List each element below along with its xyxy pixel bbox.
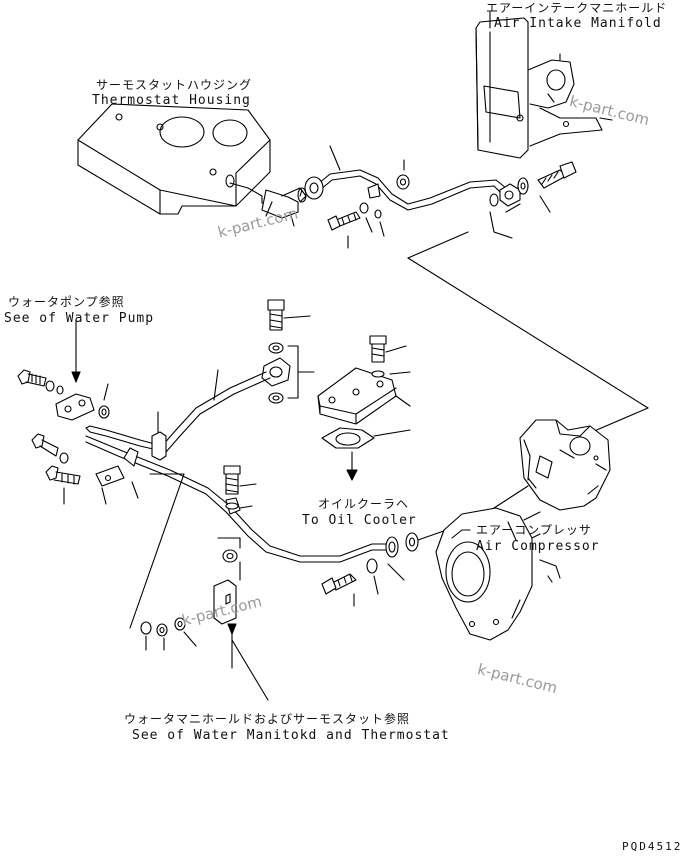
oil-cooler-label-en: To Oil Cooler <box>302 513 417 528</box>
water-pump-label-jp: ウォータポンプ参照 <box>8 295 125 309</box>
group-indicator-lines <box>407 231 649 433</box>
drawing-code: PQD4512 <box>622 840 683 853</box>
lower-middle-hardware <box>140 465 269 701</box>
elbow-fitting <box>261 187 307 219</box>
middle-pipe <box>85 369 271 461</box>
air-intake-manifold-label-jp: エアーインテークマニホールド <box>486 1 668 15</box>
thermostat-housing-label-en: Thermostat Housing <box>92 93 251 108</box>
middle-bolt-2 <box>369 335 411 378</box>
water-manifold-label-en: See of Water Manitokd and Thermostat <box>132 728 450 743</box>
oil-cooler-label-jp: オイルクーラヘ <box>318 497 410 511</box>
upper-hardware <box>327 161 577 231</box>
upper-leader-lines <box>289 145 551 249</box>
lower-bolt <box>321 558 405 607</box>
lower-pipe <box>85 435 529 563</box>
air-compressor-label-en: Air Compressor <box>476 539 600 554</box>
water-manifold-label-jp: ウォータマニホールドおよびサーモスタット参照 <box>124 712 411 726</box>
water-pump-label-en: See of Water Pump <box>4 311 155 326</box>
oil-cooler-flange <box>317 367 411 425</box>
air-intake-manifold-label-en: Air Intake Manifold <box>494 16 662 31</box>
air-compressor-part <box>435 419 611 641</box>
banjo-union-middle <box>261 342 315 404</box>
thermostat-housing-part <box>77 103 285 215</box>
left-hardware <box>17 319 139 505</box>
lower-group-indicator-lines <box>129 473 185 629</box>
air-compressor-label-jp: エアーコンプレッサ <box>476 523 592 537</box>
upper-pipe <box>304 169 507 211</box>
thermostat-housing-label-jp: サーモスタットハウジング <box>96 78 253 92</box>
air-intake-manifold-part <box>475 17 613 159</box>
oil-cooler-gasket <box>321 427 411 481</box>
middle-bolt-1 <box>267 299 311 331</box>
